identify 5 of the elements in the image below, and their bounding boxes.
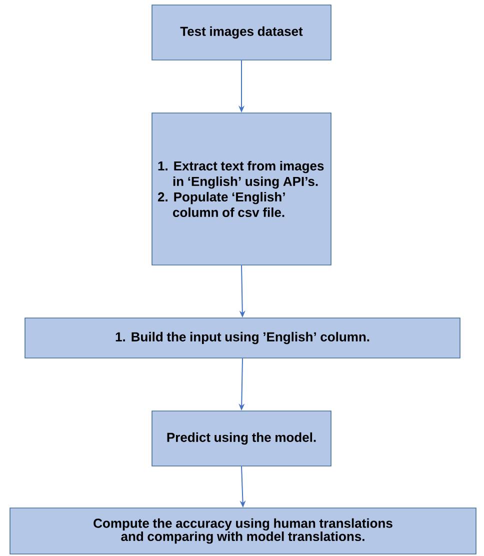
process-box: Test images dataset: [152, 4, 332, 60]
process-box: Compute the accuracy using human translations and comparing with model translations.: [10, 508, 476, 554]
process-box: Predict using the model.: [152, 410, 332, 466]
process-box: 1. Extract text from images in ‘English’ using API’s. 2. Populate ‘English’ column of csv file.: [152, 112, 332, 266]
process-box: 1. Build the input using ’English’ column.: [24, 318, 460, 358]
